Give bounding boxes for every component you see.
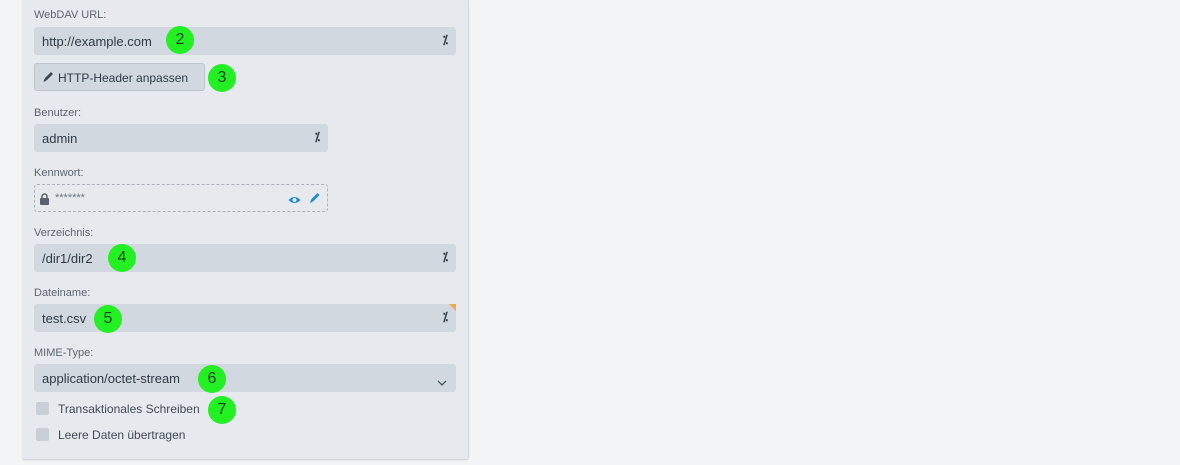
- callout-marker-5: 5: [94, 305, 122, 333]
- user-value: admin: [42, 131, 78, 146]
- user-input[interactable]: admin ⁒: [34, 124, 328, 152]
- webdav-url-value: http://example.com: [42, 34, 152, 49]
- webdav-url-label: WebDAV URL:: [34, 9, 107, 21]
- percent-icon[interactable]: ⁒: [314, 130, 320, 144]
- directory-value: /dir1/dir2: [42, 251, 93, 266]
- empty-data-checkbox[interactable]: [36, 428, 49, 441]
- transactional-checkbox[interactable]: [36, 402, 49, 415]
- chevron-down-icon: [437, 374, 447, 392]
- mime-type-value: application/octet-stream: [42, 371, 181, 386]
- password-field[interactable]: *******: [34, 184, 328, 212]
- percent-icon[interactable]: ⁒: [442, 310, 448, 324]
- eye-icon[interactable]: [288, 192, 301, 210]
- http-header-button-label: HTTP-Header anpassen: [58, 71, 189, 85]
- callout-marker-4: 4: [108, 244, 136, 272]
- callout-marker-3: 3: [208, 64, 236, 92]
- directory-input[interactable]: /dir1/dir2 ⁒: [34, 244, 456, 272]
- callout-marker-6: 6: [198, 365, 226, 393]
- webdav-url-input[interactable]: http://example.com ⁒: [34, 27, 456, 55]
- callout-marker-2: 2: [166, 26, 194, 54]
- directory-label: Verzeichnis:: [34, 227, 94, 239]
- user-label: Benutzer:: [34, 107, 82, 119]
- password-value: *******: [55, 192, 85, 204]
- mime-type-select[interactable]: application/octet-stream: [34, 364, 456, 392]
- empty-data-label[interactable]: Leere Daten übertragen: [58, 428, 186, 442]
- pencil-icon[interactable]: [309, 191, 321, 209]
- password-label: Kennwort:: [34, 167, 84, 179]
- filename-value: test.csv: [42, 311, 87, 326]
- percent-icon[interactable]: ⁒: [442, 33, 448, 47]
- filename-label: Dateiname:: [34, 287, 91, 299]
- pencil-icon: [42, 69, 54, 86]
- mime-type-label: MIME-Type:: [34, 347, 94, 359]
- transactional-label[interactable]: Transaktionales Schreiben: [58, 402, 200, 416]
- callout-marker-7: 7: [208, 396, 236, 424]
- lock-icon: [39, 192, 50, 210]
- percent-icon[interactable]: ⁒: [442, 250, 448, 264]
- http-header-button[interactable]: HTTP-Header anpassen: [34, 63, 205, 91]
- modified-indicator: [449, 304, 456, 311]
